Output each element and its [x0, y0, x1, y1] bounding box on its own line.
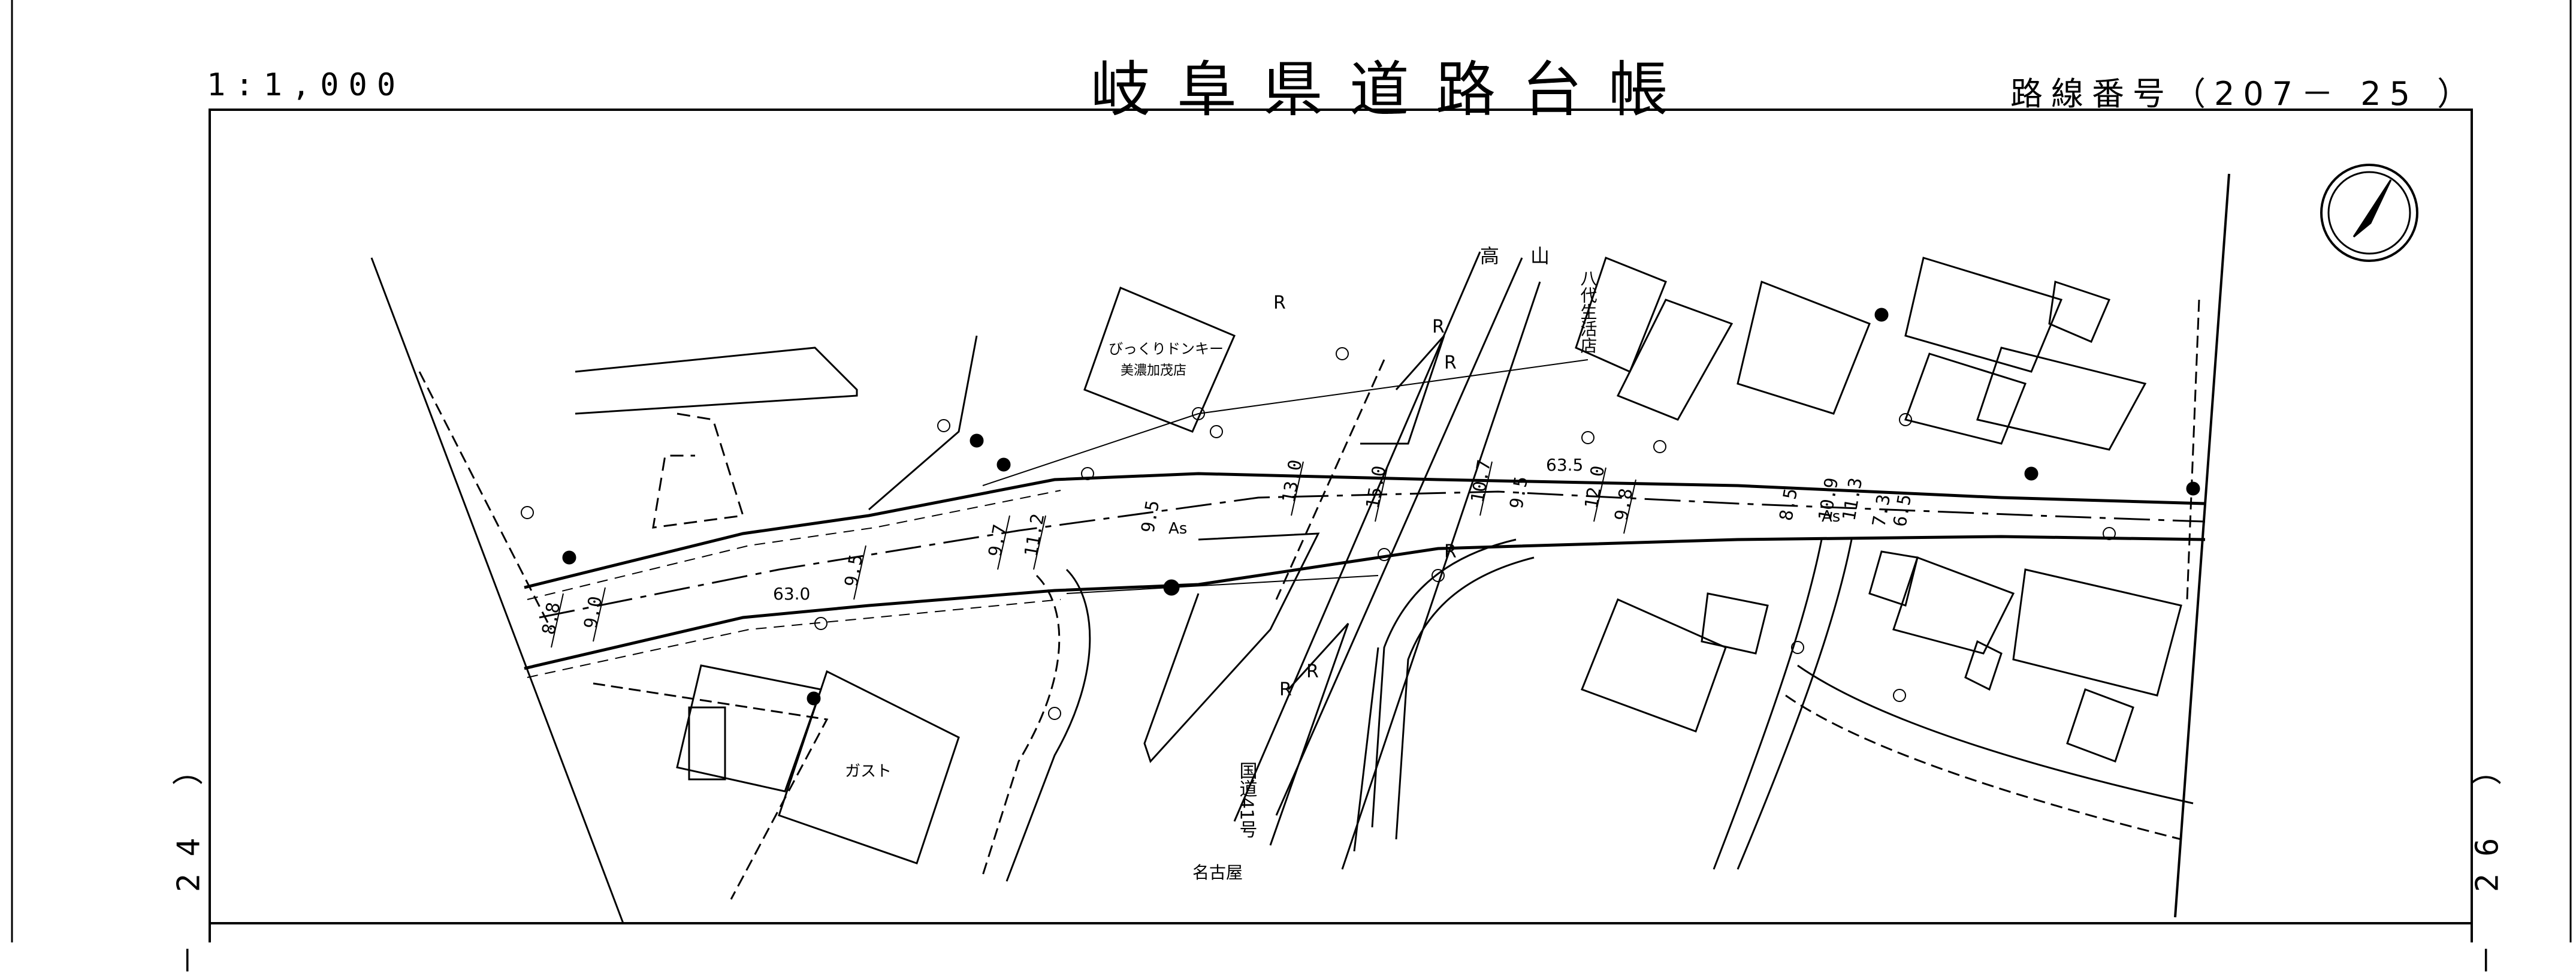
buildings-southeast [1581, 550, 2182, 763]
elevation-label: 63.0 [773, 584, 810, 604]
road-width-label: 11.3 [1838, 476, 1867, 522]
marker-r: R [1306, 661, 1319, 682]
main-road [524, 472, 2206, 678]
marker-r: R [1444, 353, 1457, 373]
lot-boundary [2186, 299, 2200, 600]
elevation-label: 63.5 [1546, 455, 1583, 475]
road-map: 高 山 名古屋 国道41号 びっくりドンキー 美濃加茂店 ガスト 八代生活店 A… [11, 0, 2572, 942]
measurement-arrows [551, 461, 1636, 648]
pavement-label: As [1822, 508, 1840, 526]
map-title: 岐阜県道路台帳 [1091, 55, 1695, 125]
store-label-1-branch: 美濃加茂店 [1121, 363, 1186, 378]
marker-r: R [1279, 679, 1292, 700]
pavement-label: As [1168, 520, 1187, 538]
building-bikkuri-donkey [1083, 286, 1236, 433]
utility-poles [562, 308, 2200, 706]
store-label-2: ガスト [845, 763, 892, 781]
scale-label: 1:1,000 [207, 67, 406, 103]
store-label-1: びっくりドンキー [1109, 341, 1224, 357]
route-number: 路線番号（207－ 25 ） [2010, 75, 2478, 113]
marker-r: R [1273, 293, 1286, 314]
marker-r: R [1432, 317, 1445, 338]
road-width-label: 9.5 [1137, 499, 1164, 534]
manhole-symbols [521, 347, 2116, 720]
lot-boundaries [370, 257, 978, 924]
survey-lines [982, 359, 1589, 594]
national-route-label: 国道41号 [1236, 761, 1257, 839]
national-route-41 [1143, 251, 1541, 870]
ramps [982, 538, 2194, 882]
map-frame [209, 109, 2473, 942]
store-label-3: 八代生活店 [1578, 270, 1598, 354]
sheet-boundary [2174, 173, 2230, 918]
north-direction-label: 高 山 [1480, 245, 1556, 267]
buildings-northeast [1575, 257, 2147, 451]
road-width-label: 8.5 [1775, 487, 1802, 522]
north-arrow-icon [2320, 164, 2418, 262]
building-gusto [676, 664, 960, 864]
marker-r: R [1444, 541, 1457, 562]
south-direction-label: 名古屋 [1192, 863, 1243, 882]
